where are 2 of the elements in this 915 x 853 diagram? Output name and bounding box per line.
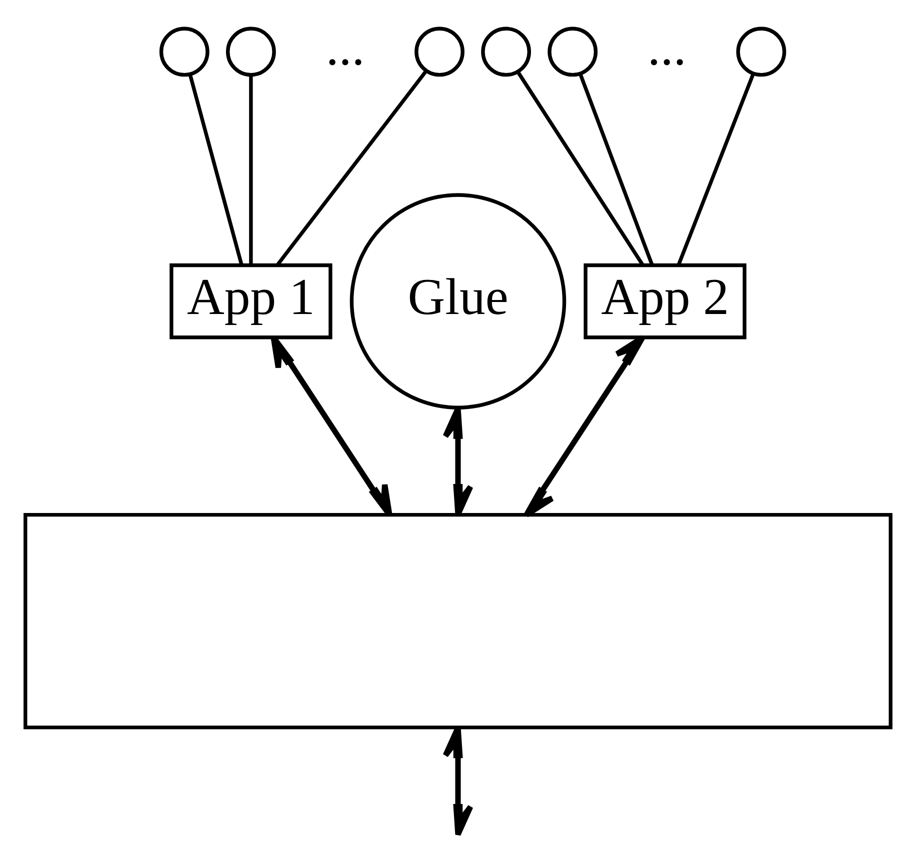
label: ... (325, 19, 364, 76)
label: ... (647, 19, 686, 76)
